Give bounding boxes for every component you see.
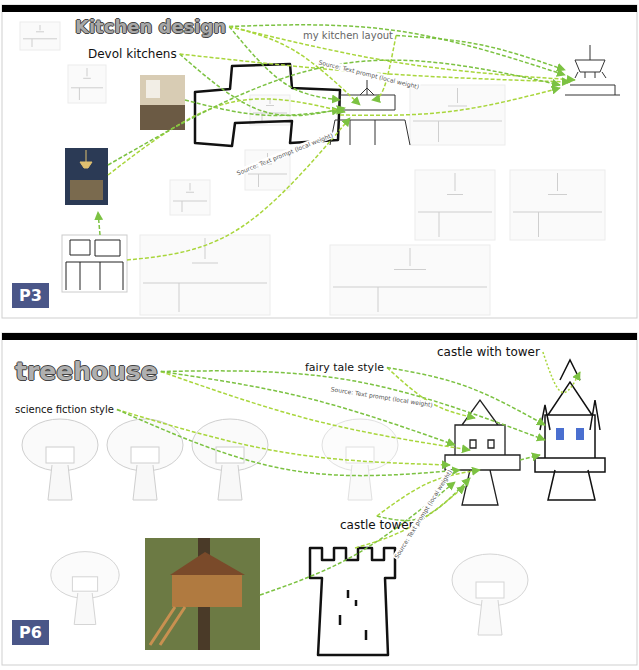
panel-badge: P3 [12, 283, 49, 308]
faded-treehouse [107, 419, 183, 500]
faded-kitchen-thumbnail [410, 85, 505, 145]
influence-arrow [161, 372, 455, 446]
generated-treehouse-sketch [445, 400, 520, 505]
node-text: P6 [19, 623, 42, 642]
kitchen-photo [140, 75, 185, 130]
prompt-text: castle tower [340, 518, 414, 532]
generated-kitchen-sketch [330, 80, 410, 145]
node-text: castle tower [340, 518, 414, 532]
panel-badge: P6 [12, 620, 49, 645]
influence-arrow [340, 88, 560, 115]
node-text: fairy tale style [305, 361, 384, 374]
influence-arrow [372, 36, 396, 101]
node-text: Kitchen design [75, 16, 226, 37]
panel-top-bar [2, 5, 637, 12]
node-text: treehouse [15, 357, 158, 386]
treehouse-photo [145, 538, 260, 650]
influence-arrow [260, 482, 455, 595]
generated-castle-sketch [535, 360, 605, 500]
influence-arrow [185, 100, 340, 115]
faded-kitchen-thumbnail [68, 65, 106, 103]
influence-arrow [108, 60, 560, 165]
prompt-text: fairy tale style [305, 361, 384, 374]
influence-arrow [387, 368, 475, 419]
node-text: castle with tower [437, 345, 540, 359]
kitchen-sketch [62, 235, 127, 292]
node-text: Devol kitchens [88, 47, 177, 61]
castle-tower-sketch [310, 548, 395, 655]
prompt-text: treehouse [15, 357, 158, 386]
node-text: P3 [19, 286, 42, 305]
influence-arrow [543, 352, 580, 393]
faded-treehouse [51, 552, 119, 625]
influence-arrow [229, 27, 575, 81]
faded-kitchen-thumbnail [330, 245, 490, 315]
prompt-text: Devol kitchens [88, 47, 177, 61]
influence-arrow [161, 372, 470, 451]
faded-kitchen-thumbnail [170, 180, 210, 215]
faded-kitchen-thumbnail [140, 235, 270, 315]
faded-treehouse [452, 554, 528, 635]
faded-kitchen-thumbnail [510, 170, 605, 240]
influence-arrow [161, 371, 545, 440]
prompt-text: Kitchen design [75, 16, 226, 37]
faded-treehouse [192, 419, 268, 500]
panel-frame [2, 333, 637, 665]
prompt-text: science fiction style [15, 404, 114, 415]
influence-arrow [229, 25, 565, 75]
faded-kitchen-thumbnail [415, 170, 495, 240]
panel-top-bar [2, 333, 637, 340]
node-text: my kitchen layout [303, 30, 393, 41]
influence-arrow [127, 118, 350, 260]
influence-arrow [117, 410, 460, 476]
dark-kitchen-photo [65, 148, 108, 205]
influence-arrow [396, 36, 565, 71]
prompt-text: castle with tower [437, 345, 540, 359]
panel-frame [2, 5, 637, 318]
influence-arrow [98, 212, 100, 235]
faded-kitchen-thumbnail [20, 22, 60, 50]
generated-chandelier-sketch [565, 45, 620, 95]
prompt-text: my kitchen layout [303, 30, 393, 41]
influence-arrow [117, 410, 450, 466]
node-text: science fiction style [15, 404, 114, 415]
influence-arrow [387, 368, 545, 426]
faded-treehouse [22, 419, 98, 500]
hand-drawn-layout [195, 64, 340, 146]
influence-arrow [520, 455, 540, 460]
